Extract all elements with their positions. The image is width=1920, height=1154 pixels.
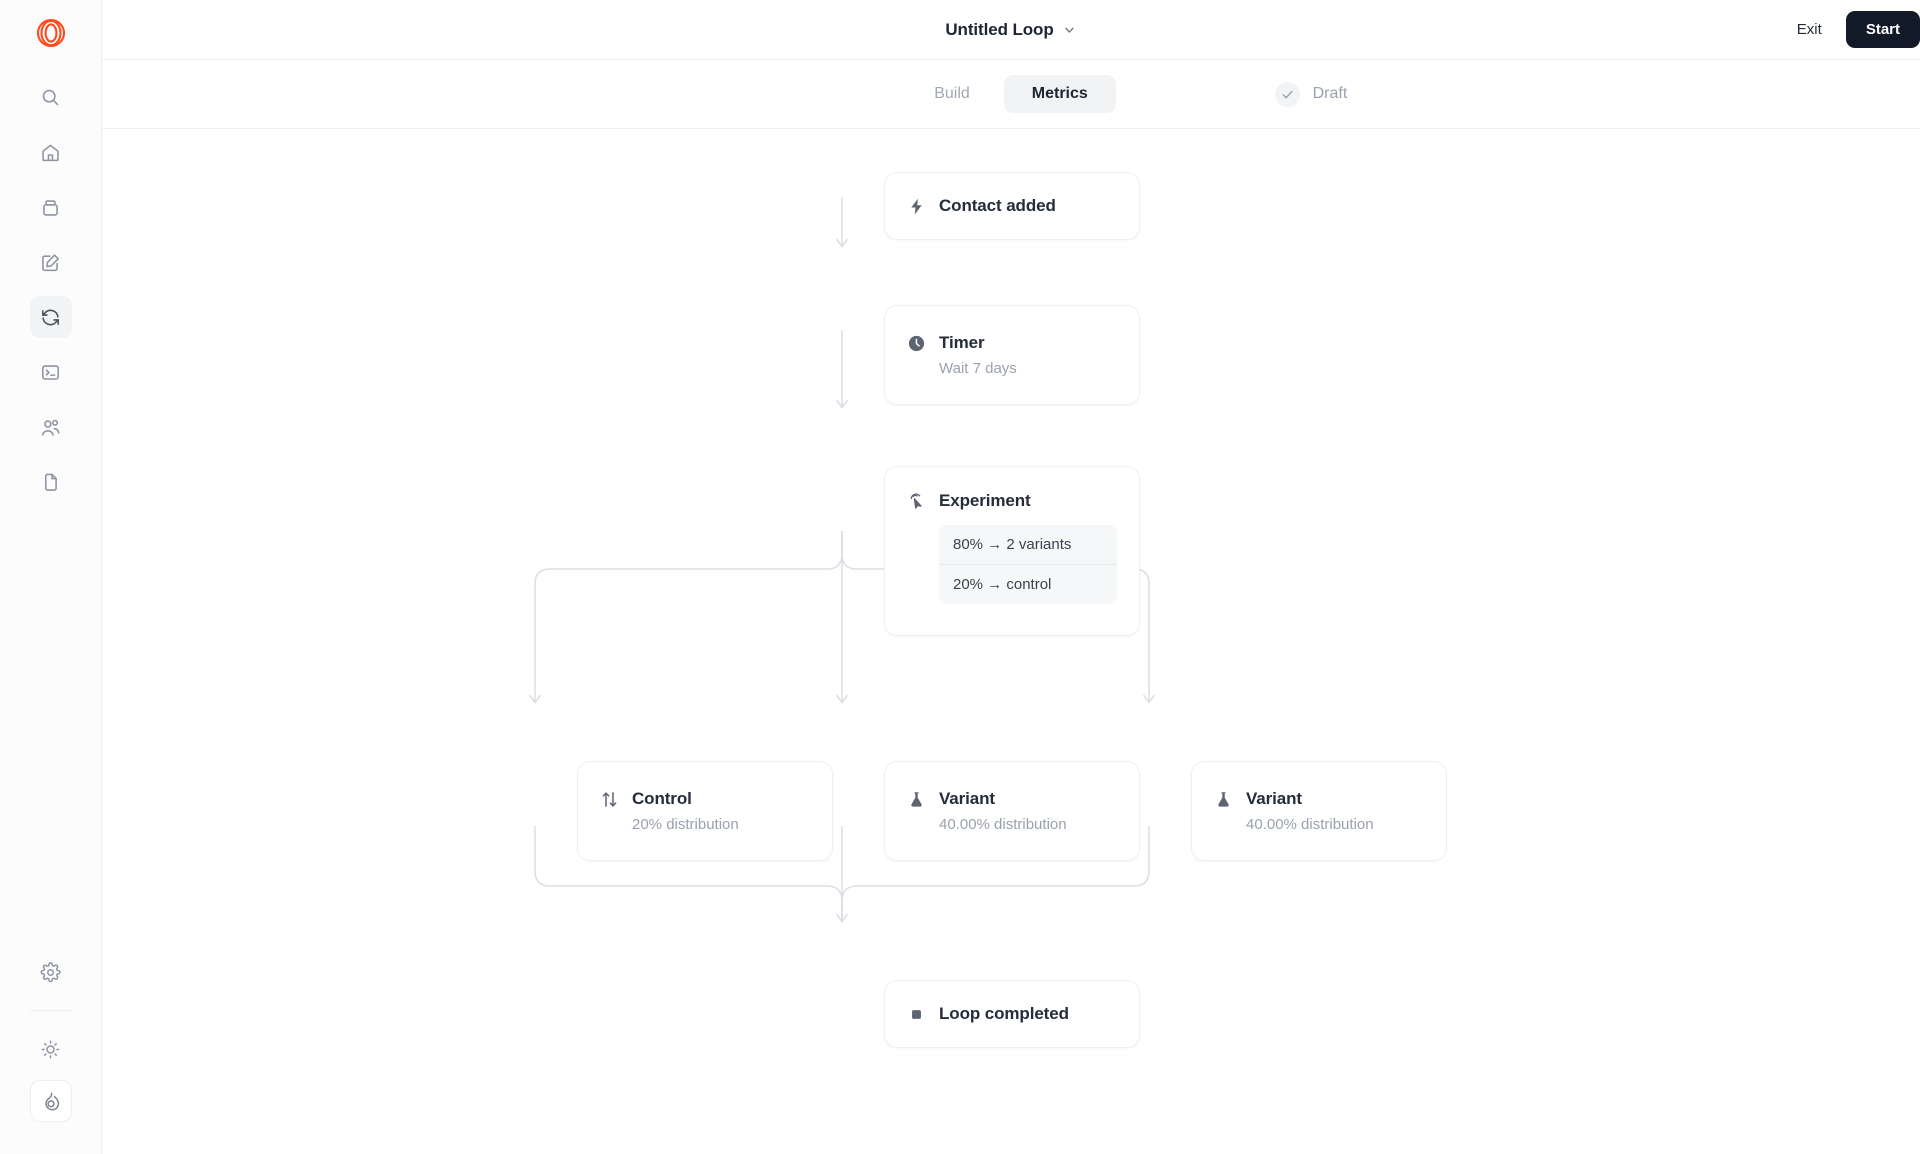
start-button[interactable]: Start xyxy=(1845,11,1920,48)
sidebar-nav-bottom xyxy=(0,951,101,1154)
exit-button[interactable]: Exit xyxy=(1787,14,1832,45)
node-subtitle: 40.00% distribution xyxy=(939,816,1067,833)
status-check-circle xyxy=(1274,81,1300,107)
document-title-menu[interactable]: Untitled Loop xyxy=(945,20,1076,40)
archive-icon xyxy=(43,199,58,216)
node-header: Loop completed xyxy=(885,1004,1139,1024)
tabbar: Build Metrics Draft xyxy=(102,60,1920,129)
compose-icon xyxy=(42,253,59,271)
flow-node-variant-1[interactable]: Variant 40.00% distribution xyxy=(884,761,1140,861)
home-icon xyxy=(42,144,59,161)
files-icon xyxy=(44,473,57,491)
chevron-down-icon xyxy=(1065,27,1074,33)
sidebar-item-compose[interactable] xyxy=(30,241,72,283)
sidebar-item-home[interactable] xyxy=(30,131,72,173)
node-title: Control xyxy=(632,789,692,808)
sidebar-item-audience[interactable] xyxy=(30,406,72,448)
sidebar-divider xyxy=(29,1010,72,1011)
sidebar-item-files[interactable] xyxy=(30,461,72,503)
sort-arrows-icon xyxy=(600,790,619,809)
sidebar-item-loops[interactable] xyxy=(29,296,72,338)
node-header: Control xyxy=(578,789,832,809)
flow-canvas[interactable]: Contact added Timer Wait 7 days xyxy=(102,129,1920,1154)
node-title: Experiment xyxy=(939,491,1031,510)
flow-canvas-inner: Contact added Timer Wait 7 days xyxy=(102,129,1920,1154)
node-header: Contact added xyxy=(885,196,1139,216)
tab-metrics[interactable]: Metrics xyxy=(1003,75,1116,113)
search-icon xyxy=(42,89,59,105)
flask-icon xyxy=(1214,790,1233,809)
node-header: Variant xyxy=(1192,789,1446,809)
page-title: Untitled Loop xyxy=(945,19,1054,39)
flow-node-variant-2[interactable]: Variant 40.00% distribution xyxy=(1191,761,1447,861)
experiment-split-list: 80% → 2 variants 20% → control xyxy=(939,525,1117,604)
flask-icon xyxy=(907,790,926,809)
users-icon xyxy=(41,419,60,436)
loop-icon xyxy=(42,309,59,325)
node-title: Variant xyxy=(1246,789,1302,808)
sidebar-nav-top xyxy=(0,66,101,503)
flow-node-contact-added[interactable]: Contact added xyxy=(884,172,1140,240)
node-title: Loop completed xyxy=(939,1004,1069,1023)
sidebar-item-terminal[interactable] xyxy=(30,351,72,393)
node-subtitle: Wait 7 days xyxy=(939,360,1017,377)
flow-node-timer[interactable]: Timer Wait 7 days xyxy=(884,305,1140,405)
flow-node-loop-completed[interactable]: Loop completed xyxy=(884,980,1140,1048)
cursor-click-icon xyxy=(907,492,926,511)
node-title: Variant xyxy=(939,789,995,808)
node-title: Contact added xyxy=(939,196,1056,215)
flow-node-control[interactable]: Control 20% distribution xyxy=(577,761,833,861)
gear-icon xyxy=(40,961,61,982)
theme-toggle[interactable] xyxy=(30,1028,72,1070)
node-header: Experiment xyxy=(885,491,1139,511)
logo-button[interactable] xyxy=(0,0,101,66)
check-icon xyxy=(1282,90,1293,98)
lightning-bolt-icon xyxy=(907,197,926,216)
topbar: Untitled Loop Exit Start xyxy=(102,0,1920,60)
clock-icon xyxy=(907,334,926,353)
node-header: Variant xyxy=(885,789,1139,809)
node-title: Timer xyxy=(939,333,985,352)
status-label: Draft xyxy=(1312,85,1348,102)
flame-icon xyxy=(45,1092,60,1110)
tab-group: Build Metrics xyxy=(906,75,1116,113)
tab-build[interactable]: Build xyxy=(906,75,998,113)
sidebar-item-archive[interactable] xyxy=(30,186,72,228)
terminal-icon xyxy=(42,364,59,380)
sidebar-item-settings[interactable] xyxy=(30,951,72,993)
experiment-split-row: 20% → control xyxy=(939,564,1117,604)
topbar-actions: Exit Start xyxy=(1787,11,1920,48)
stop-square-icon xyxy=(907,1005,926,1024)
experiment-split-row: 80% → 2 variants xyxy=(953,536,1072,553)
main-area: Untitled Loop Exit Start Build Metrics xyxy=(102,0,1920,1154)
flow-node-experiment[interactable]: Experiment 80% → 2 variants 20% → contro… xyxy=(884,466,1140,636)
status-badge: Draft xyxy=(1274,81,1348,107)
sidebar-item-flame[interactable] xyxy=(29,1080,72,1122)
loops-logo xyxy=(36,18,65,48)
node-header: Timer xyxy=(885,333,1139,353)
node-subtitle: 20% distribution xyxy=(632,816,739,833)
sidebar-item-search[interactable] xyxy=(30,76,72,118)
sun-icon xyxy=(41,1040,60,1058)
sidebar xyxy=(0,0,102,1154)
node-subtitle: 40.00% distribution xyxy=(1246,816,1374,833)
